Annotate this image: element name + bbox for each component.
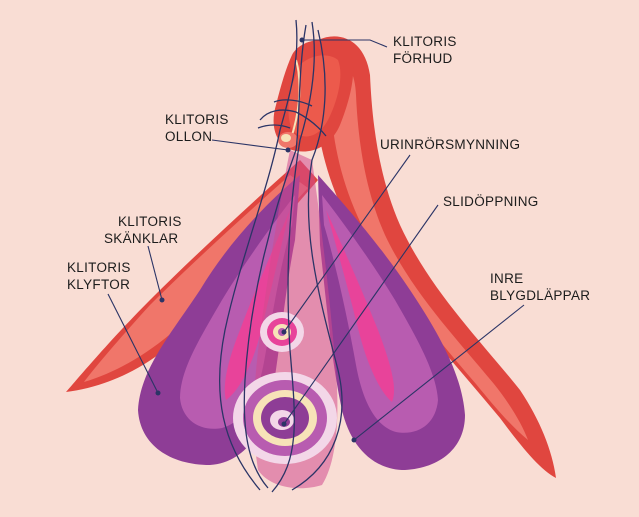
label-klitoris-forhud: KLITORIS FÖRHUD — [393, 34, 457, 66]
label-urinrorsmynning-line1: URINRÖRSMYNNING — [380, 137, 520, 152]
label-forhud-line2: FÖRHUD — [393, 51, 453, 66]
label-skanklar-line1: KLITORIS — [118, 214, 182, 229]
label-ollon-line1: KLITORIS — [165, 112, 229, 127]
clitoral-glans — [278, 132, 298, 148]
label-klyftor-line2: KLYFTOR — [67, 277, 130, 292]
label-forhud-line1: KLITORIS — [393, 34, 457, 49]
label-slidoppning-line1: SLIDÖPPNING — [443, 194, 539, 209]
label-slidoppning: SLIDÖPPNING — [443, 194, 539, 209]
right-crus — [318, 36, 556, 478]
label-inre-blygdlappar: INRE BLYGDLÄPPAR — [490, 271, 590, 303]
leader-lines — [107, 37, 525, 443]
vaginal-opening — [233, 372, 337, 464]
label-klitoris-ollon: KLITORIS OLLON — [165, 112, 229, 144]
label-klitoris-skanklar: KLITORIS SKÄNKLAR — [104, 214, 182, 246]
label-klitoris-klyftor: KLITORIS KLYFTOR — [67, 260, 131, 292]
label-skanklar-line2: SKÄNKLAR — [104, 231, 178, 246]
label-blygdlappar-line1: INRE — [490, 271, 523, 286]
label-urinrorsmynning: URINRÖRSMYNNING — [380, 137, 520, 152]
right-bulb — [318, 175, 465, 470]
label-blygdlappar-line2: BLYGDLÄPPAR — [490, 288, 590, 303]
label-ollon-line2: OLLON — [165, 129, 212, 144]
label-klyftor-line1: KLITORIS — [67, 260, 131, 275]
labia-outline — [218, 19, 343, 493]
clitoral-hood — [273, 39, 354, 152]
